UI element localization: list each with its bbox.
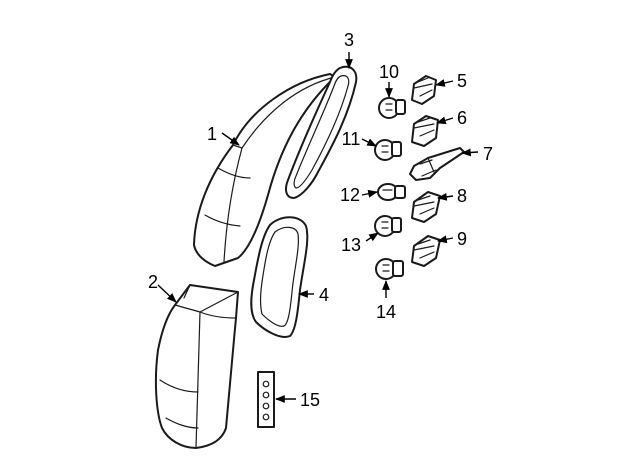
callout-11: 11 xyxy=(342,129,361,149)
upper-gasket xyxy=(285,65,358,199)
socket-7 xyxy=(409,147,465,181)
leader-8 xyxy=(437,192,454,201)
socket-5 xyxy=(411,75,437,105)
socket-6 xyxy=(411,115,439,147)
callout-8: 8 xyxy=(457,186,467,206)
callout-7: 7 xyxy=(483,144,493,164)
leader-2 xyxy=(157,284,177,303)
callout-13: 13 xyxy=(341,235,361,255)
leader-9 xyxy=(437,235,454,244)
callout-10: 10 xyxy=(379,62,399,82)
callout-3: 3 xyxy=(344,30,354,50)
callout-6: 6 xyxy=(457,108,467,128)
leader-6 xyxy=(436,116,454,125)
leader-13 xyxy=(365,232,379,242)
lower-gasket xyxy=(250,216,309,338)
leader-7 xyxy=(461,148,479,157)
leader-lines xyxy=(157,52,479,403)
bulb-13 xyxy=(374,215,402,237)
upper-lamp-housing xyxy=(193,73,336,267)
socket-8 xyxy=(411,191,441,223)
callout-14: 14 xyxy=(376,302,396,322)
callout-4: 4 xyxy=(319,285,329,305)
bulb-14 xyxy=(375,258,404,280)
callout-9: 9 xyxy=(457,229,467,249)
bulb-10 xyxy=(378,97,406,119)
connector-block xyxy=(257,371,275,428)
callout-labels: 1 2 3 4 5 6 7 8 9 10 11 12 13 14 15 xyxy=(148,30,493,410)
callout-1: 1 xyxy=(207,124,217,144)
lower-lamp-assembly xyxy=(154,284,239,449)
leader-12 xyxy=(361,189,378,198)
leader-1 xyxy=(221,132,240,146)
leader-5 xyxy=(435,79,454,87)
callout-5: 5 xyxy=(457,71,467,91)
socket-9 xyxy=(411,235,441,267)
callout-12: 12 xyxy=(340,185,360,205)
callout-15: 15 xyxy=(300,390,320,410)
callout-2: 2 xyxy=(148,272,158,292)
bulb-12 xyxy=(377,183,406,201)
bulb-11 xyxy=(374,139,402,161)
leader-11 xyxy=(361,138,377,147)
